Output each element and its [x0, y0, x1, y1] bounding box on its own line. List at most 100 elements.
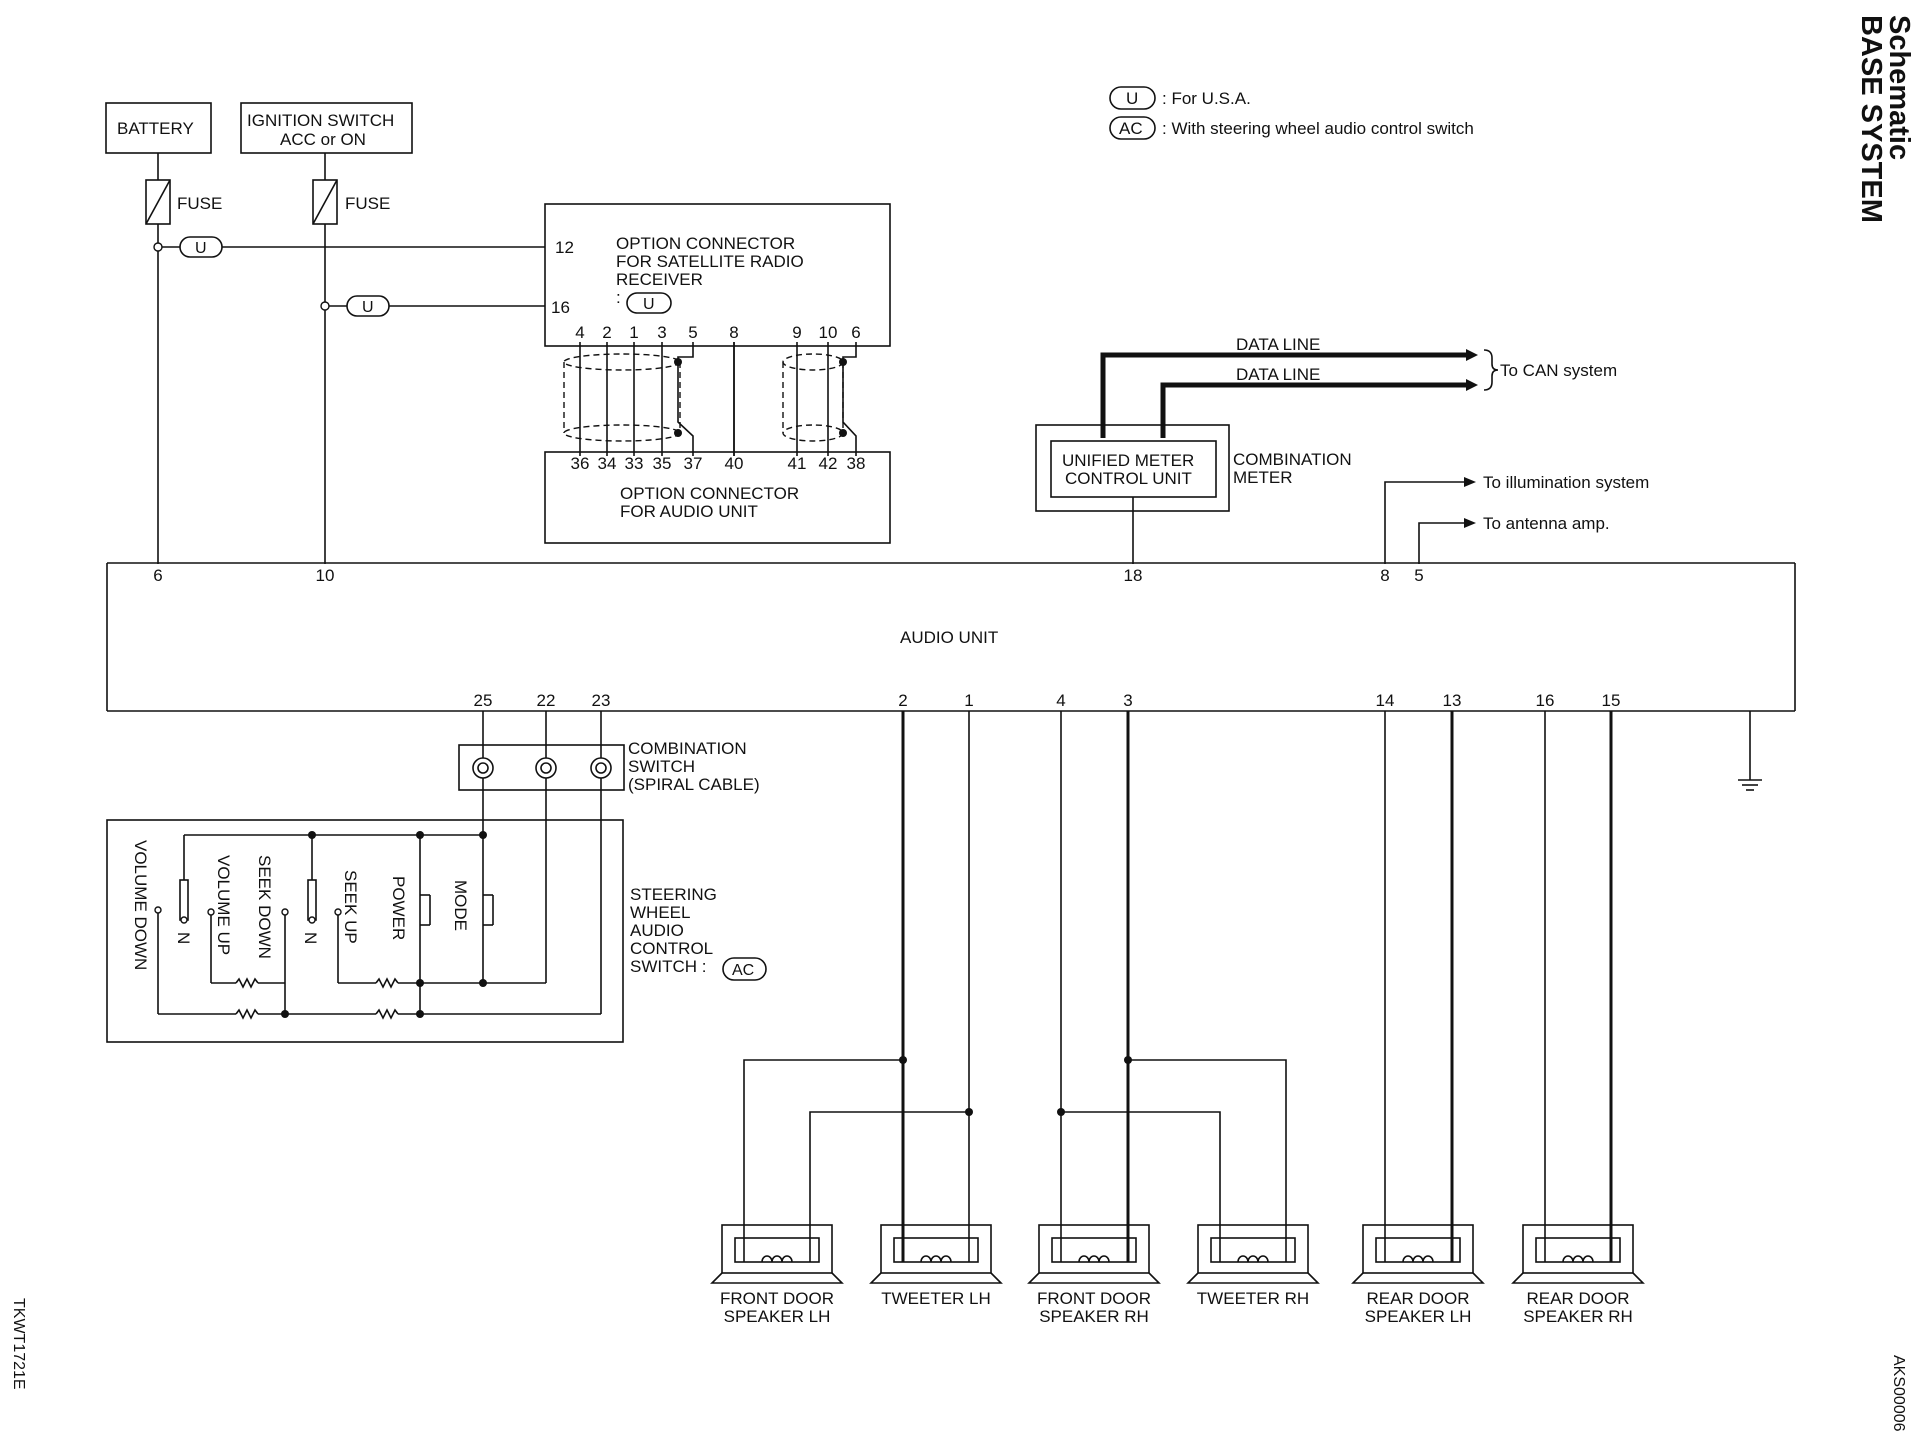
sat-top-pin-label: 9 — [792, 323, 801, 342]
combination-meter: DATA LINE DATA LINE To CAN system UNIFIE… — [1035, 335, 1617, 564]
speaker-wiring — [743, 711, 1613, 1262]
sat-u-badge-text: U — [643, 296, 655, 313]
combination-meter-label-2: METER — [1233, 468, 1293, 487]
sat-label-colon: : — [616, 288, 621, 307]
fuse-2-label: FUSE — [345, 194, 390, 213]
speaker-icon — [710, 1224, 844, 1284]
combination-switch: COMBINATION SWITCH (SPIRAL CABLE) — [458, 711, 760, 794]
header-subtitle: BASE SYSTEM — [1855, 15, 1887, 223]
speaker-label-1: FRONT DOOR — [720, 1289, 834, 1308]
audio-conn-pin-label: 38 — [847, 454, 866, 473]
speaker-label-1: REAR DOOR — [1527, 1289, 1630, 1308]
steering-ac-badge — [722, 957, 767, 981]
spiral-contact-2-icon — [535, 757, 557, 779]
steering-wheel-switch: STEERING WHEEL AUDIO CONTROL SWITCH : AC — [106, 778, 767, 1043]
audio-unit-top-pin-label: 8 — [1380, 566, 1389, 585]
n-switch-2-icon — [307, 879, 317, 921]
legend: U : For U.S.A. AC : With steering wheel … — [1109, 86, 1474, 140]
speaker-icon — [869, 1224, 1003, 1284]
ignition-label-2: ACC or ON — [280, 130, 366, 149]
sat-top-pin-label: 1 — [629, 323, 638, 342]
sat-top-pin-label: 3 — [657, 323, 666, 342]
page-header: Schematic BASE SYSTEM — [1855, 15, 1915, 223]
combination-switch-label-2: SWITCH — [628, 757, 695, 776]
audio-conn-pin-label: 33 — [625, 454, 644, 473]
spiral-contact-1-icon — [472, 757, 494, 779]
audio-unit-bottom-pin-label: 23 — [592, 691, 611, 710]
spiral-cable-box — [458, 744, 625, 791]
combination-switch-label-3: (SPIRAL CABLE) — [628, 775, 760, 794]
audio-conn-pin-label: 34 — [598, 454, 617, 473]
audio-unit-top-pin-label: 10 — [316, 566, 335, 585]
legend-u-badge — [1109, 86, 1156, 110]
audio-unit-bottom-pin-label: 3 — [1123, 691, 1132, 710]
switch-label-volume-down: VOLUME DOWN — [131, 840, 150, 970]
audio-conn-pin-label: 40 — [725, 454, 744, 473]
speaker-label-1: TWEETER RH — [1197, 1289, 1309, 1308]
speaker-label-2: SPEAKER LH — [724, 1307, 831, 1326]
legend-ac-badge — [1109, 116, 1156, 140]
sat-label-1: OPTION CONNECTOR — [616, 234, 795, 253]
u-badge-2-text: U — [362, 299, 374, 316]
speaker-label-1: REAR DOOR — [1367, 1289, 1470, 1308]
ignition-label-1: IGNITION SWITCH — [247, 111, 394, 130]
ignition-switch-box — [240, 102, 413, 154]
speaker-icon — [1351, 1224, 1485, 1284]
switch-label-n-2: N — [301, 932, 320, 944]
speaker-label-1: TWEETER LH — [881, 1289, 991, 1308]
audio-unit-bottom-pin-label: 13 — [1443, 691, 1462, 710]
power-supply: BATTERY IGNITION SWITCH ACC or ON FUSE F… — [105, 102, 545, 564]
audio-option-box — [544, 451, 891, 544]
sat-label-2: FOR SATELLITE RADIO — [616, 252, 804, 271]
speaker-label-2: SPEAKER RH — [1039, 1307, 1149, 1326]
speaker-label-2: SPEAKER LH — [1365, 1307, 1472, 1326]
n-switch-1-icon — [179, 879, 189, 921]
audio-unit-top-pins: 6 10 18 8 5 — [153, 566, 1423, 585]
to-can-system: To CAN system — [1500, 361, 1617, 380]
combination-switch-label-1: COMBINATION — [628, 739, 747, 758]
data-line-2-label: DATA LINE — [1236, 365, 1320, 384]
steering-label-1: STEERING — [630, 885, 717, 904]
audio-unit-top-pin-label: 5 — [1414, 566, 1423, 585]
audio-unit-top-pin-label: 6 — [153, 566, 162, 585]
sat-top-pin-label: 2 — [602, 323, 611, 342]
footer-code-right: AKS00006 — [1890, 1355, 1907, 1432]
switch-label-seek-up: SEEK UP — [341, 870, 360, 944]
speaker-icon — [1027, 1224, 1161, 1284]
audio-conn-pin-label: 35 — [653, 454, 672, 473]
legend-u-badge-text: U — [1126, 89, 1138, 108]
sat-top-pin-label: 8 — [729, 323, 738, 342]
ground-icon — [1738, 779, 1762, 791]
switch-label-mode: MODE — [451, 880, 470, 931]
steering-label-5: SWITCH : — [630, 957, 707, 976]
speaker-label-2: SPEAKER RH — [1523, 1307, 1633, 1326]
unified-meter-label-1: UNIFIED METER — [1062, 451, 1194, 470]
audio-unit-bottom-pin-label: 2 — [898, 691, 907, 710]
switch-label-volume-up: VOLUME UP — [214, 855, 233, 955]
speaker-label-1: FRONT DOOR — [1037, 1289, 1151, 1308]
header-title: Schematic — [1883, 15, 1915, 160]
audio-unit-bottom-pin-label: 1 — [964, 691, 973, 710]
audio-unit-bottom-pin-label: 14 — [1376, 691, 1395, 710]
audio-unit-bottom-pin-label: 4 — [1056, 691, 1065, 710]
audio-unit-top-pin-label: 18 — [1124, 566, 1143, 585]
u-badge-1-text: U — [195, 240, 207, 257]
audio-conn-pin-label: 36 — [571, 454, 590, 473]
shielded-harness — [563, 342, 857, 456]
fuse-1-label: FUSE — [177, 194, 222, 213]
legend-ac-text: : With steering wheel audio control swit… — [1162, 119, 1474, 138]
sat-pin-16: 16 — [551, 298, 570, 317]
power-switch-icon — [420, 894, 431, 926]
speaker-icon — [1511, 1224, 1645, 1284]
sat-top-pin-label: 5 — [688, 323, 697, 342]
audio-unit-bottom-pin-label: 22 — [537, 691, 556, 710]
to-antenna-amp: To antenna amp. — [1483, 514, 1610, 533]
steering-label-2: WHEEL — [630, 903, 690, 922]
switch-label-seek-down: SEEK DOWN — [255, 855, 274, 959]
legend-u-text: : For U.S.A. — [1162, 89, 1251, 108]
